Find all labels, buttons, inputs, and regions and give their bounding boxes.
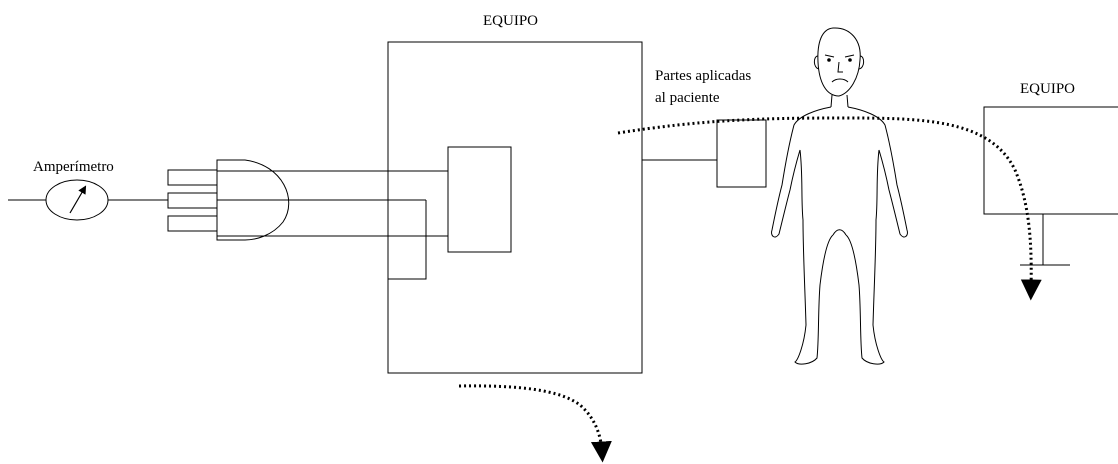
- ammeter-circuit: [8, 179, 168, 221]
- applied-parts-label-line1: Partes aplicadas: [655, 68, 751, 84]
- human-figure-icon: [771, 27, 908, 365]
- equipo-right-label: EQUIPO: [1020, 81, 1075, 97]
- equipo-main-label: EQUIPO: [483, 13, 538, 29]
- plug-prong-3: [167, 215, 218, 232]
- leakage-path-enclosure: [458, 384, 612, 463]
- leakage-path-through-patient: [617, 116, 1042, 301]
- internal-ground-wire: [388, 200, 427, 280]
- dotted-arrow-icon: [617, 116, 1042, 301]
- applied-parts-label-line2: al paciente: [655, 90, 720, 106]
- plug-prong-2: [167, 192, 218, 209]
- plug-prong-1: [167, 169, 218, 186]
- applied-part-box: [716, 119, 767, 188]
- internal-circuit-block: [447, 146, 512, 253]
- power-cable-wires: [217, 170, 448, 237]
- main-equipment-box: [387, 41, 643, 374]
- secondary-equipment-box: [983, 106, 1118, 215]
- dotted-arrow-icon: [458, 384, 612, 463]
- ammeter-gauge-icon: [45, 179, 109, 221]
- ammeter-label: Amperímetro: [33, 159, 114, 175]
